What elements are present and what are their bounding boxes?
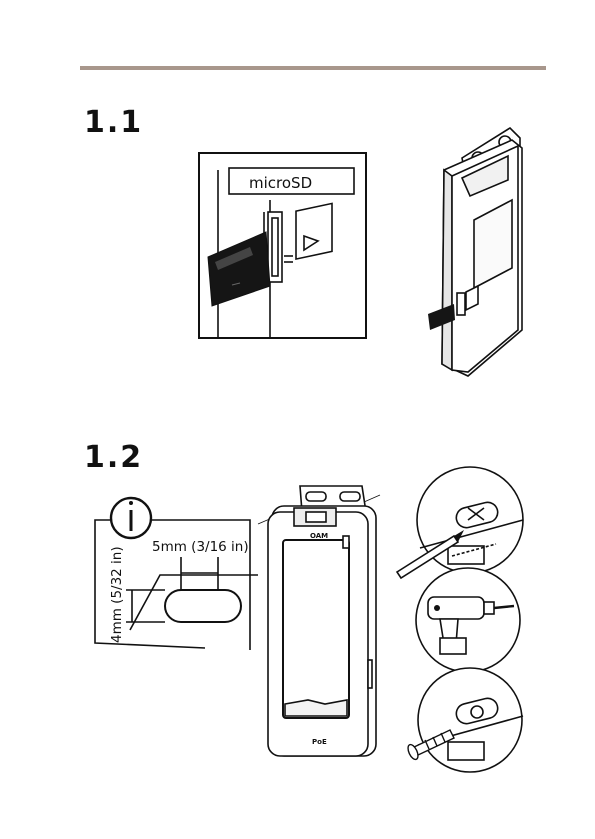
screw-mount-detail [418,668,523,772]
microsd-label: microSD [249,174,312,192]
device-oam-text: OAM [310,532,328,540]
drill-icon [434,605,440,611]
device-side-view [442,128,522,376]
drill-detail [416,568,520,672]
hole-width-label: 5mm (3/16 in) [152,539,249,555]
device-poe-text: PoE [312,738,327,746]
hole-height-label: 4mm (5/32 in) [109,546,125,643]
device-front-view [258,486,380,756]
